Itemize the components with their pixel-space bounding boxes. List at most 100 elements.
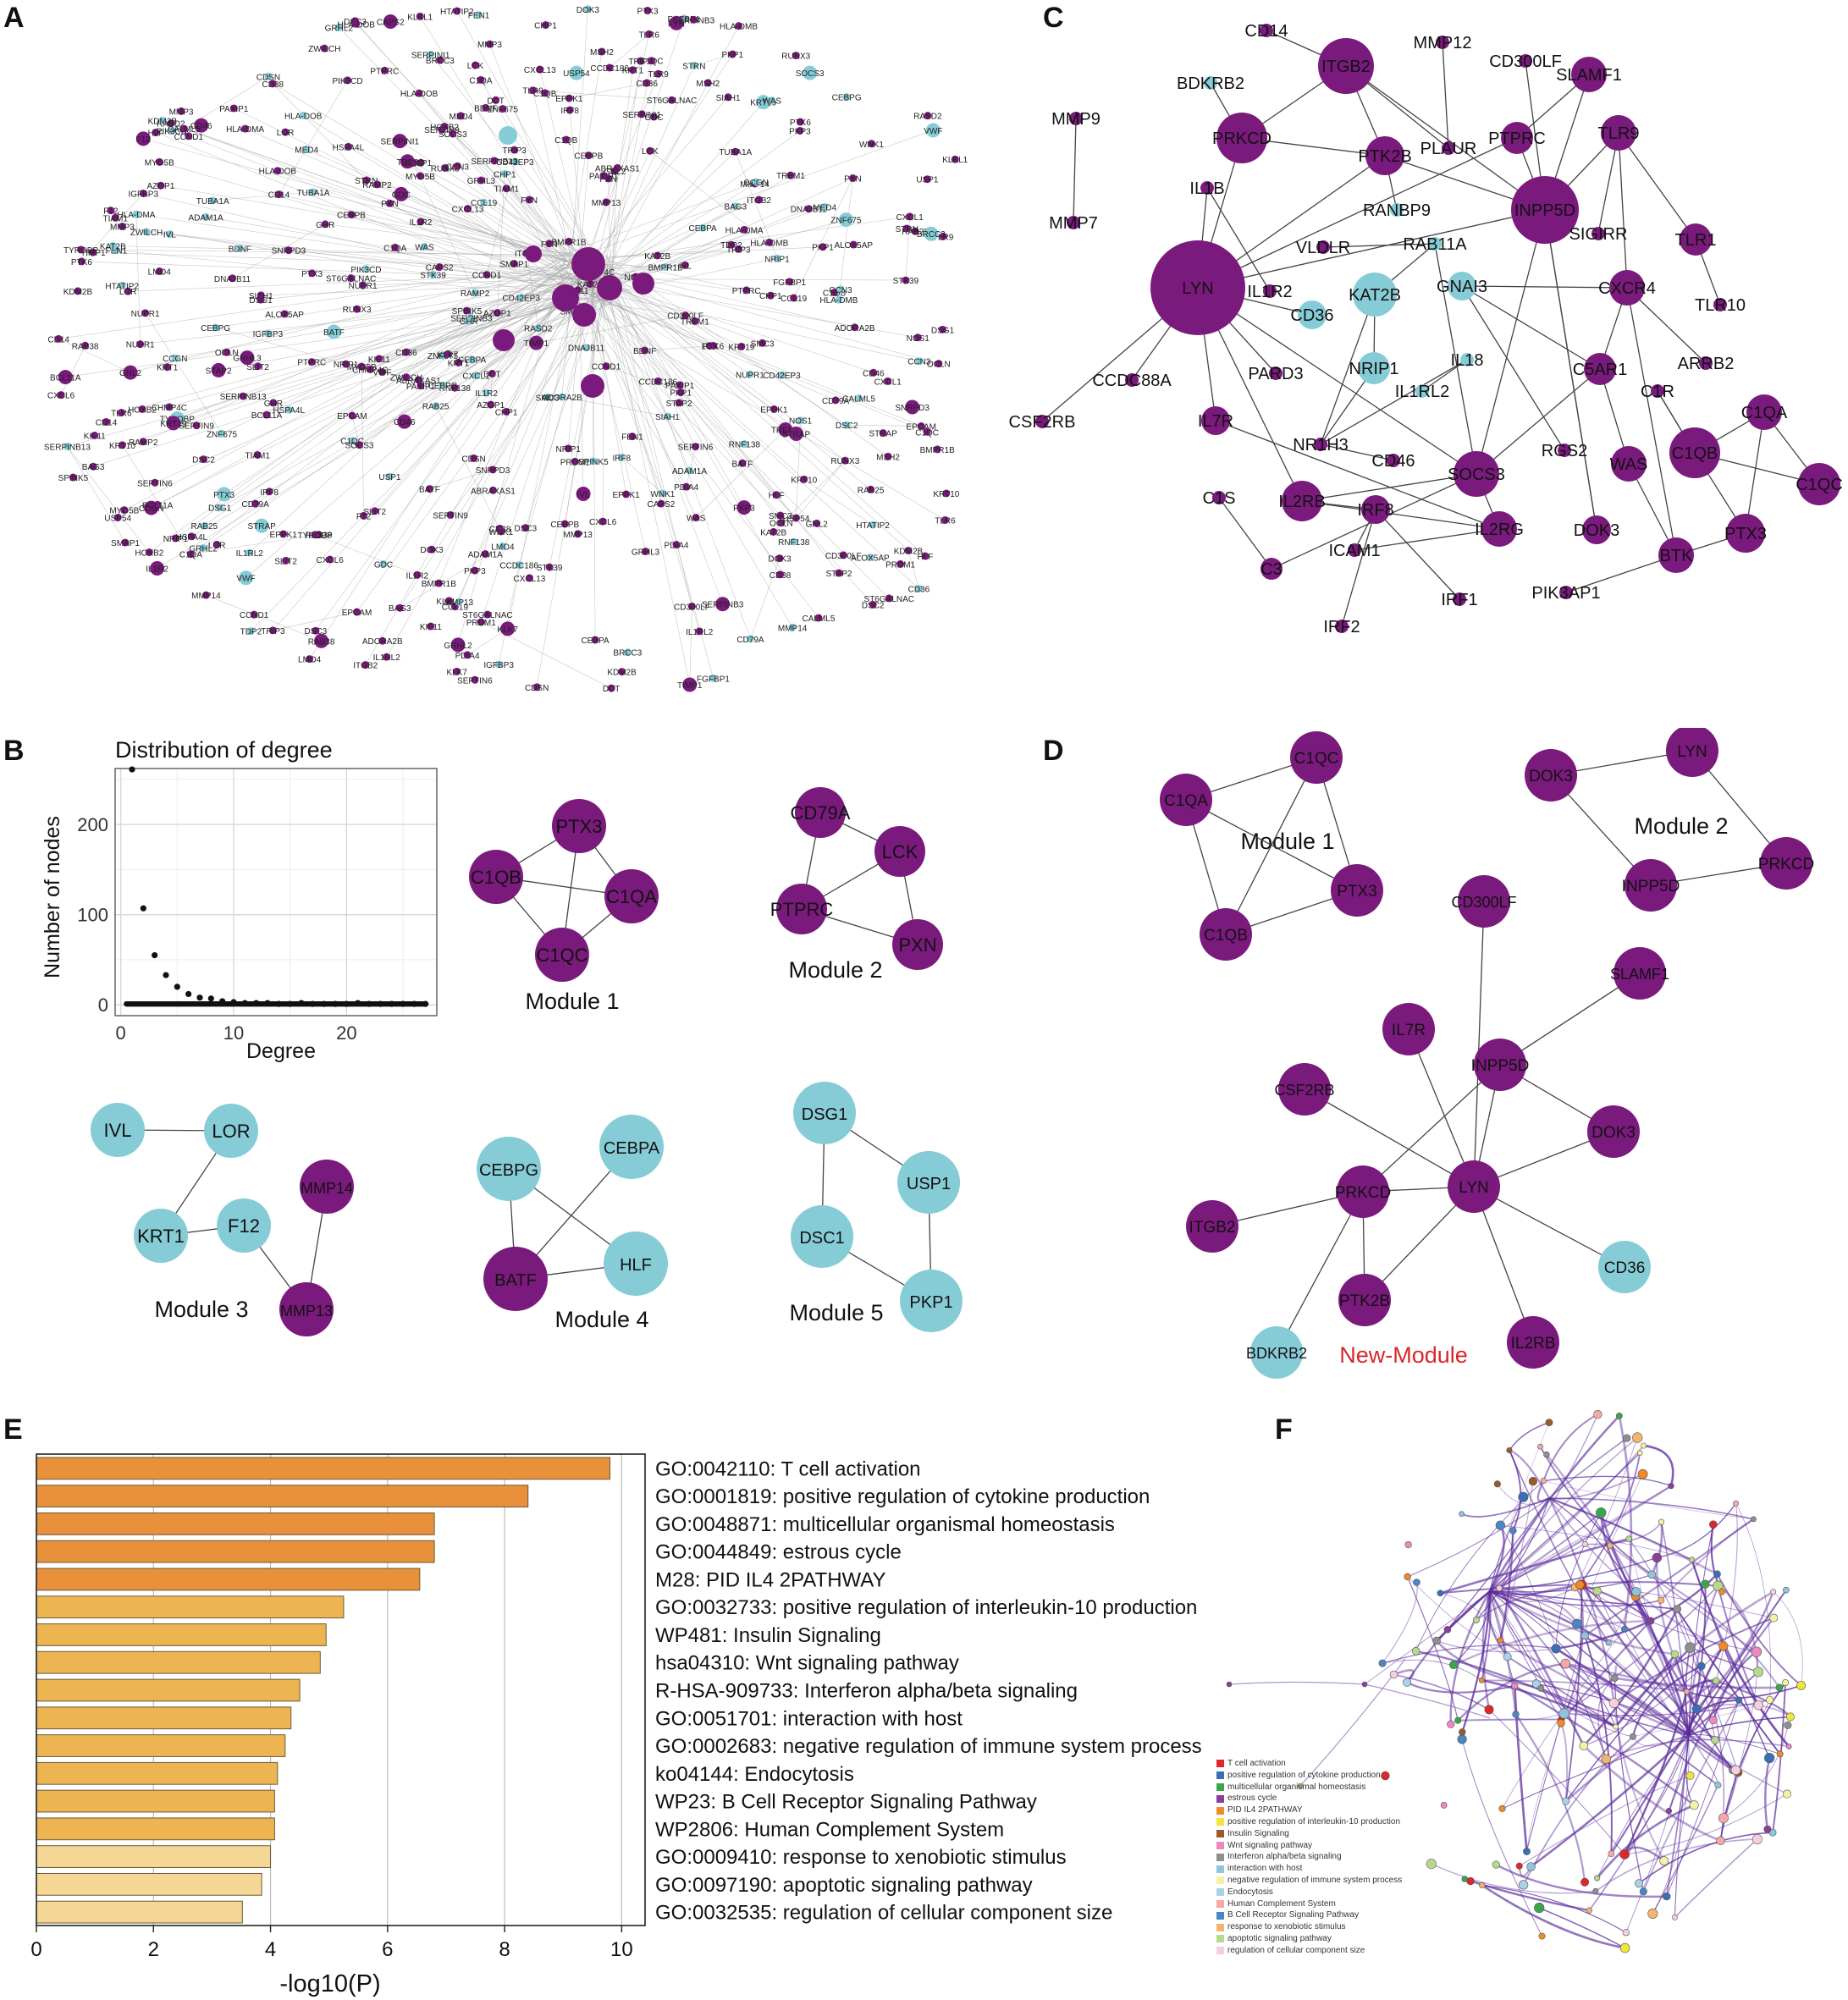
network-a-label: IGFBP3	[128, 190, 158, 199]
network-a-label: NRIP1	[556, 445, 582, 455]
degree-chart-ylabel: Number of nodes	[41, 816, 64, 978]
network-a-node	[347, 211, 356, 219]
enrichment-network-edge	[1548, 1497, 1652, 1622]
network-a-label: MED4	[449, 113, 472, 122]
panel-d-modules: Module 1 Module 2 New-Module C1QCC1QAPTX…	[1160, 728, 1814, 1379]
legend-swatch	[1216, 1876, 1224, 1885]
network-a-node	[165, 403, 174, 411]
enrichment-network-edge	[1499, 1481, 1534, 1641]
network-a-label: PAXIP1	[665, 382, 695, 391]
network-a-node	[698, 223, 707, 232]
network-c-label-irf2: IRF2	[1323, 618, 1360, 636]
enrichment-term-label: GO:0048871: multicellular organismal hom…	[655, 1513, 1115, 1536]
network-a-label: RUNX3	[343, 306, 372, 315]
module-d-node-prkcd	[1337, 1165, 1389, 1218]
network-c-label-cd36: CD36	[1290, 306, 1333, 325]
network-a-node	[770, 405, 778, 413]
network-a-node	[641, 346, 649, 355]
network-a-label: CCN3	[446, 163, 470, 172]
enrichment-network-edge	[1382, 1582, 1418, 1664]
network-a-label: CAPS2	[377, 18, 405, 27]
network-a-node	[77, 257, 86, 266]
network-a-label: SERPINI1	[381, 138, 420, 147]
network-a-node	[321, 220, 329, 229]
network-a-label: BDNF	[474, 104, 497, 113]
enrichment-network-edge	[1618, 1415, 1633, 1629]
network-a-label: HTATIP2	[105, 282, 139, 291]
enrichment-network-edge	[1489, 1556, 1658, 1592]
network-a-label: PTK6	[71, 258, 92, 267]
enrichment-network-edge	[1415, 1650, 1617, 1728]
network-c-label-cd14: CD14	[1244, 22, 1288, 41]
enrichment-term-label: GO:0042110: T cell activation	[655, 1457, 921, 1480]
network-a-label: MYO5B	[145, 158, 174, 168]
enrichment-network-edge	[1660, 1522, 1690, 1736]
legend-item: negative regulation of immune system pro…	[1216, 1875, 1402, 1887]
network-a-label: PXN	[844, 174, 862, 184]
enrichment-network-node	[1639, 1887, 1647, 1896]
network-a-node	[449, 129, 457, 138]
module-d-node-prkcd	[1760, 837, 1812, 890]
network-a-label: BMPR1B	[422, 580, 456, 589]
enrichment-network-edge	[1489, 1590, 1662, 1607]
d-module-2-title: Module 2	[1634, 813, 1728, 839]
network-c-label-il1b: IL1B	[1189, 179, 1224, 198]
network-a-node	[427, 622, 435, 631]
network-a-node	[500, 169, 509, 178]
network-a-node	[569, 65, 584, 80]
enrichment-network-edge	[1489, 1584, 1580, 1596]
network-a-node	[915, 357, 924, 366]
network-a-label: FYN	[541, 240, 558, 250]
enrichment-network-edge	[1519, 1775, 1691, 1867]
network-a-label: SERPINI1	[622, 111, 661, 120]
module-b-label-cebpa: CEBPA	[604, 1139, 660, 1158]
network-a-label: HOXB2	[135, 549, 163, 559]
module-d-label-cd36: CD36	[1604, 1259, 1646, 1277]
network-a-node	[924, 112, 932, 120]
network-a-label: LMO4	[298, 656, 322, 665]
network-a-label: CD42EP3	[502, 294, 540, 303]
enrichment-network-node	[1361, 1681, 1368, 1688]
network-a-label: NOS1	[907, 334, 930, 344]
enrichment-network-edge	[1688, 1524, 1714, 1736]
network-a-label: KIF11	[84, 433, 106, 442]
enrichment-network-node	[1714, 1782, 1722, 1789]
enrichment-network-edge	[1582, 1608, 1679, 1747]
network-a-label: WAS	[415, 244, 434, 253]
network-a-node	[654, 251, 662, 260]
y-tick-label: 200	[77, 814, 108, 835]
enrichment-network-edge	[1431, 1863, 1596, 1894]
network-a-label: TLR6	[935, 516, 956, 526]
network-a-node	[525, 245, 542, 262]
network-a-node	[344, 142, 352, 151]
network-a-label: C1QC	[640, 58, 664, 67]
network-a-label: PAXIP1	[589, 173, 619, 182]
network-a-label: RNF138	[729, 441, 761, 450]
network-a-label: CALML5	[168, 125, 201, 135]
legend-label: positive regulation of cytokine producti…	[1227, 1770, 1381, 1780]
network-a-label: RAB25	[422, 403, 450, 412]
network-a-label: GDC	[644, 113, 663, 123]
network-a-node	[201, 212, 210, 221]
network-a-label: SMC3	[769, 512, 792, 521]
network-a-label: IGFBP3	[253, 330, 284, 339]
network-c-label-pard3: PARD3	[1248, 365, 1303, 383]
module-b-node-dsg1	[793, 1082, 856, 1144]
network-a-label: CCL19	[442, 603, 469, 613]
network-a-label: CCND1	[174, 133, 204, 142]
data-point	[241, 1000, 248, 1006]
network-a-node	[848, 174, 857, 182]
enrichment-network-node	[1751, 1646, 1762, 1657]
network-a-label: SOCS3	[345, 442, 374, 451]
enrichment-bar	[36, 1567, 421, 1591]
network-a-node	[541, 21, 549, 30]
network-a-node	[480, 198, 488, 207]
enrichment-network-node	[1493, 1480, 1501, 1488]
enrichment-network-edge	[1526, 1713, 1565, 1852]
network-a-node	[475, 11, 483, 19]
network-a-node	[933, 445, 941, 454]
network-a-node	[923, 175, 931, 184]
enrichment-network-edge	[1597, 1678, 1615, 1760]
network-a-node	[715, 597, 731, 612]
enrichment-network-edge	[1489, 1590, 1617, 1727]
